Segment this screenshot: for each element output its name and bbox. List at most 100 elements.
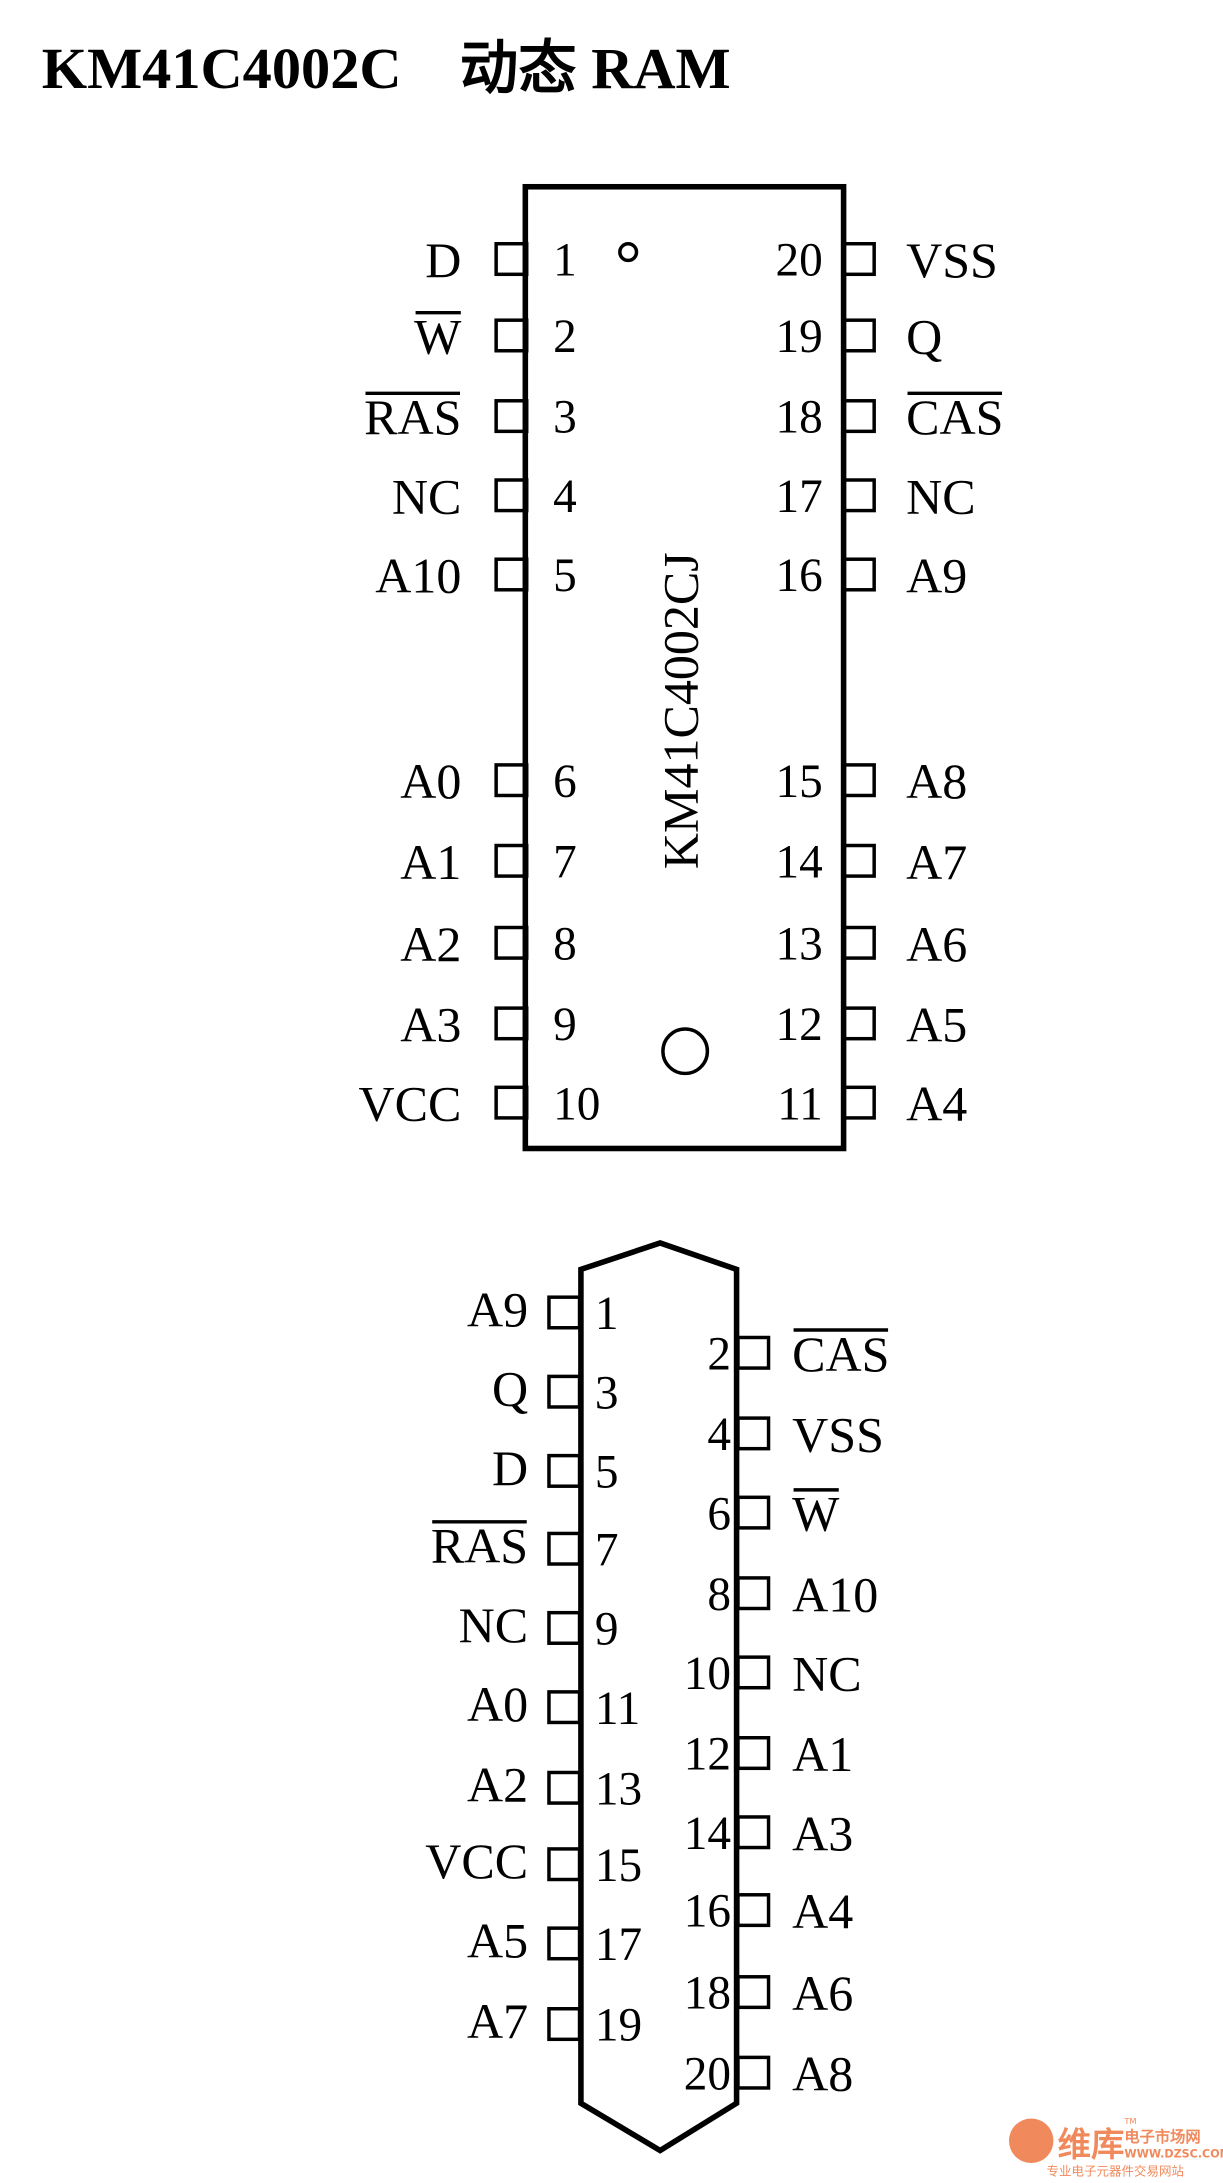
pin-pad-icon	[547, 1610, 582, 1645]
watermark-slogan: 专业电子元器件交易网站	[1046, 2164, 1184, 2179]
pin-label: NC	[792, 1645, 861, 1701]
dip-body	[522, 183, 847, 1152]
pin-8: 8 A2	[400, 916, 576, 972]
pin-label: CAS	[906, 389, 1003, 445]
pin-pad-icon	[841, 399, 876, 434]
pin-label: CAS	[792, 1326, 889, 1382]
pin-2: 2W	[414, 309, 577, 365]
pin-pad-icon	[841, 843, 876, 878]
pin-number: 2	[707, 1328, 731, 1380]
pin-label: A5	[467, 1912, 528, 1968]
pin-pad-icon	[547, 1770, 582, 1805]
pin-label: D	[492, 1440, 528, 1496]
pin-label: A1	[400, 834, 461, 890]
pin-pad-icon	[494, 763, 529, 798]
pin-pad-icon	[736, 1576, 771, 1611]
pin-number: 17	[775, 471, 822, 523]
pin-number: 13	[775, 918, 822, 970]
pin-number: 3	[595, 1367, 619, 1419]
pin-number: 14	[684, 1808, 731, 1860]
diagram-title: KM41C4002C 动态 RAM	[42, 36, 731, 101]
pin-pad-icon	[841, 1006, 876, 1041]
pin-18: 18 A6	[684, 1965, 854, 2021]
pin-label: VSS	[792, 1406, 884, 1462]
pin-label: A7	[467, 1993, 528, 2049]
pin-number: 18	[684, 1968, 731, 2020]
pin-label: A3	[400, 996, 461, 1052]
pin-number: 12	[684, 1729, 731, 1781]
dip-package: KM41C4002CJ 1D2W3RAS4NC5A106A07A18A29A31…	[359, 183, 1003, 1152]
pin-label: A3	[792, 1805, 853, 1861]
pin-pad-icon	[736, 1416, 771, 1451]
pin-17: 17 A5	[467, 1912, 642, 1971]
pin-pad-icon	[494, 843, 529, 878]
pin-label: A8	[906, 753, 967, 809]
pin-pad-icon	[494, 478, 529, 513]
pin-10: 10 VCC	[359, 1076, 601, 1132]
pin-4: 4 NC	[392, 468, 577, 524]
pin-number: 12	[775, 999, 822, 1051]
pin-number: 17	[595, 1919, 642, 1971]
pin-number: 15	[595, 1840, 642, 1892]
pin-pad-icon	[547, 1847, 582, 1882]
pin-number: 1	[553, 235, 577, 287]
pin-label: A9	[906, 548, 967, 604]
logo-circle-icon	[1008, 2118, 1054, 2164]
pin-number: 3	[553, 392, 577, 444]
pin-pad-icon	[547, 2007, 582, 2042]
pin-number: 9	[595, 1604, 619, 1656]
pin-14: 14 A3	[684, 1805, 854, 1861]
watermark-logo: 维库 TM 电子市场网 WWW.DZSC.COM 专业电子元器件交易网站	[1008, 2116, 1223, 2179]
pin-label: W	[792, 1486, 840, 1542]
pin-pad-icon	[736, 1893, 771, 1928]
pin-number: 6	[707, 1488, 731, 1540]
pin-number: 19	[775, 311, 822, 363]
pin-label: D	[425, 232, 461, 288]
pin-label: A0	[467, 1676, 528, 1732]
pin-number: 2	[553, 311, 577, 363]
pin-5: 5D	[492, 1440, 618, 1499]
pin-label: A6	[792, 1965, 853, 2021]
pin-18: 18 CAS	[775, 389, 1003, 445]
pin-pad-icon	[841, 1085, 876, 1120]
pin-9: 9 NC	[459, 1597, 619, 1656]
pin1-marker	[618, 242, 639, 263]
pin-pad-icon	[494, 1085, 529, 1120]
pin-label: Q	[492, 1361, 528, 1417]
pin-number: 8	[553, 918, 577, 970]
pin-label: NC	[392, 468, 461, 524]
pin-number: 4	[707, 1409, 731, 1461]
pin-number: 4	[553, 471, 577, 523]
pin-label: A4	[792, 1883, 853, 1939]
pin-label: NC	[459, 1597, 528, 1653]
pin-label: A7	[906, 834, 967, 890]
pin-label: VSS	[906, 232, 998, 288]
pin-pad-icon	[547, 1531, 582, 1566]
pin-15: 15 A8	[775, 753, 967, 809]
pin-number: 15	[775, 756, 822, 808]
pin-2: 2 CAS	[707, 1326, 889, 1382]
pin-label: A2	[400, 916, 461, 972]
pin-pad-icon	[736, 1815, 771, 1850]
pin-number: 18	[775, 392, 822, 444]
pin-label: A10	[375, 548, 461, 604]
pin-pad-icon	[841, 557, 876, 592]
pin-label: VCC	[359, 1076, 462, 1132]
pin-number: 10	[553, 1078, 600, 1130]
watermark-url: WWW.DZSC.COM	[1124, 2147, 1223, 2160]
pin-pad-icon	[494, 318, 529, 353]
pin-pad-icon	[547, 1926, 582, 1961]
pin-number: 20	[684, 2048, 731, 2100]
pin-pad-icon	[841, 242, 876, 277]
pin-number: 16	[775, 550, 822, 602]
